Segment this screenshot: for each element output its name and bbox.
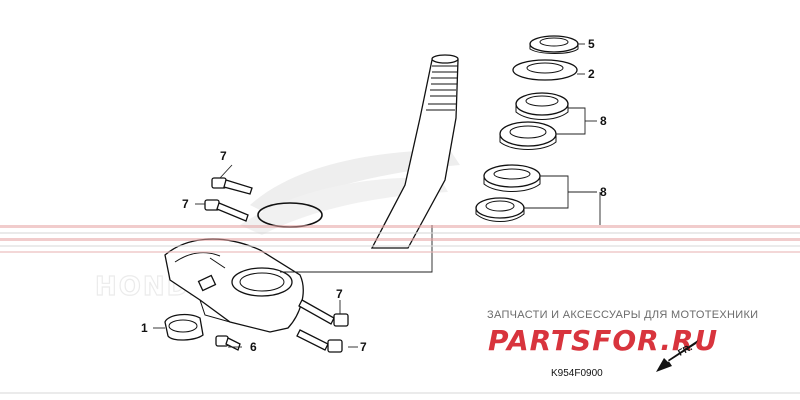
callout-7-lower-1: 7: [336, 287, 343, 301]
callout-7-left: 7: [182, 197, 189, 211]
bolt-upper-1: [211, 177, 253, 195]
callout-7-lower-2: 7: [360, 340, 367, 354]
bolt-upper-2: [204, 199, 249, 222]
washer-part: [512, 59, 578, 81]
lower-bearing-race-part: [483, 164, 541, 192]
callout-8-upper: 8: [600, 114, 607, 128]
upper-bearing-part: [515, 92, 569, 120]
callout-7-top: 7: [220, 149, 227, 163]
bolt-lower-2: [296, 329, 343, 353]
callout-5: 5: [588, 37, 595, 51]
steering-stem-tube: [370, 54, 459, 249]
bolt-clamp: [215, 335, 241, 351]
callout-8-lower: 8: [600, 185, 607, 199]
watermark-banner-text: ЗАПЧАСТИ И АКСЕССУАРЫ ДЛЯ МОТОТЕХНИКИ: [487, 309, 758, 321]
bottom-bridge: [164, 238, 304, 333]
handlebar-clamp-part: [164, 313, 204, 341]
callout-2: 2: [588, 67, 595, 81]
callout-1: 1: [141, 321, 148, 335]
lower-bearing-part: [475, 197, 525, 222]
watermark-stripe: [0, 225, 800, 253]
watermark-brand-text: PARTSFOR.RU: [488, 324, 718, 357]
bottom-noise-line: [0, 392, 800, 394]
upper-bearing-race-part: [499, 121, 557, 150]
lock-nut-part: [529, 35, 579, 54]
diagram-code: K954F0900: [551, 368, 603, 379]
callout-6: 6: [250, 340, 257, 354]
bolt-lower-1: [298, 299, 349, 327]
